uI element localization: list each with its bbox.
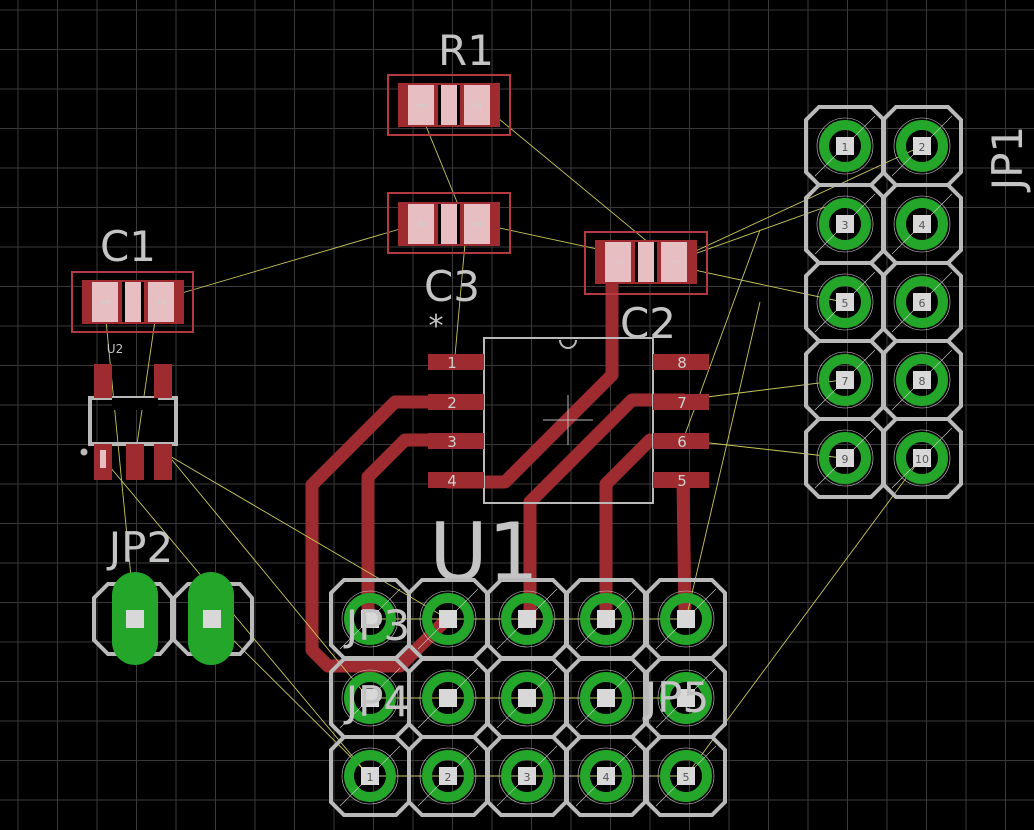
header-row3-pin4-label: 4: [603, 771, 610, 784]
u2-designator: U2: [107, 342, 123, 356]
jp1-pin-10-label: 10: [915, 453, 929, 466]
jp2-connector[interactable]: [92, 572, 254, 665]
u1-pin1-label: 1: [447, 354, 457, 372]
jp1-pin-6-label: 6: [919, 297, 926, 310]
jp1-pin-9[interactable]: 9: [804, 417, 886, 499]
c1-designator: C1: [100, 222, 156, 271]
jp1-pin-1-label: 1: [842, 141, 849, 154]
header-row3-pin2[interactable]: 2: [407, 735, 489, 817]
header-row3-pin5-label: 5: [683, 771, 690, 784]
header-row3-pin3-label: 3: [524, 771, 531, 784]
c2-pad1-label: 1: [670, 259, 681, 265]
jp1-pin-8-label: 8: [919, 375, 926, 388]
jp1-pin-5[interactable]: 5: [804, 261, 886, 343]
u1-pin7-label: 7: [677, 394, 687, 412]
u1-pin6-label: 6: [677, 433, 687, 451]
c3-pad1-label: 1: [473, 221, 484, 227]
c1-capacitor[interactable]: 1 2: [71, 271, 194, 333]
c2-capacitor[interactable]: 2 1: [584, 231, 708, 295]
jp5-designator: JP5: [642, 673, 709, 722]
r1-resistor[interactable]: 1 2: [387, 74, 511, 136]
header-row3-pin3[interactable]: 3: [486, 735, 568, 817]
jp1-pin-6[interactable]: 6: [881, 261, 963, 343]
jp4-designator: JP4: [343, 677, 410, 726]
c1-pad2-label: 2: [157, 299, 168, 305]
c1-pad1-label: 1: [101, 299, 112, 305]
c2-designator: C2: [620, 299, 676, 348]
c3-pad2-label: 2: [417, 221, 428, 227]
trace-u1-pin3: [361, 433, 454, 626]
header-row3-pin4[interactable]: 4: [565, 735, 647, 817]
u1-pin4-label: 4: [447, 472, 457, 490]
header-row3-pin5[interactable]: 5: [645, 735, 727, 817]
u1-designator: U1: [429, 506, 538, 599]
jp1-designator: JP1: [983, 126, 1032, 193]
jp1-pin-10[interactable]: 10: [881, 417, 963, 499]
trace-u1-pin2: [305, 395, 454, 673]
u1-pin5-label: 5: [677, 472, 687, 490]
jp1-pin-5-label: 5: [842, 297, 849, 310]
jp1-pin-8[interactable]: 8: [881, 339, 963, 421]
copper-traces: [305, 255, 692, 673]
u1-ic[interactable]: 1 2 3 4 8 7 6 5: [428, 337, 709, 504]
header-row2-pin4[interactable]: [565, 657, 647, 739]
header-row3-pin1[interactable]: 1: [329, 735, 411, 817]
jp1-pin-2-label: 2: [919, 141, 926, 154]
jp1-pin-7-label: 7: [842, 375, 849, 388]
jp1-pin-4[interactable]: 4: [881, 183, 963, 265]
u1-pin3-label: 3: [447, 433, 457, 451]
r1-pad1-label: 1: [417, 102, 428, 108]
jp1-pin-4-label: 4: [919, 219, 926, 232]
jp2-designator: JP2: [106, 523, 173, 572]
r1-pad2-label: 2: [473, 102, 484, 108]
c3-designator: C3: [424, 262, 480, 311]
jp1-header[interactable]: 1 2 3 4 5 6 7 8 9 10: [804, 105, 963, 499]
u2-regulator[interactable]: [80, 364, 178, 480]
u1-pin2-label: 2: [447, 394, 457, 412]
header-row3-pin1-label: 1: [367, 771, 374, 784]
u1-pin8-label: 8: [677, 354, 687, 372]
jp1-pin-3-label: 3: [842, 219, 849, 232]
u1-pin1-marker: *: [429, 309, 444, 344]
c3-capacitor[interactable]: 2 1: [387, 192, 511, 254]
c2-pad2-label: 2: [614, 259, 625, 265]
jp1-pin-9-label: 9: [842, 453, 849, 466]
jp3-designator: JP3: [343, 601, 410, 650]
r1-designator: R1: [438, 26, 494, 75]
bottom-header-block[interactable]: 1 2 3 4 5: [329, 578, 727, 817]
header-row3-pin2-label: 2: [445, 771, 452, 784]
